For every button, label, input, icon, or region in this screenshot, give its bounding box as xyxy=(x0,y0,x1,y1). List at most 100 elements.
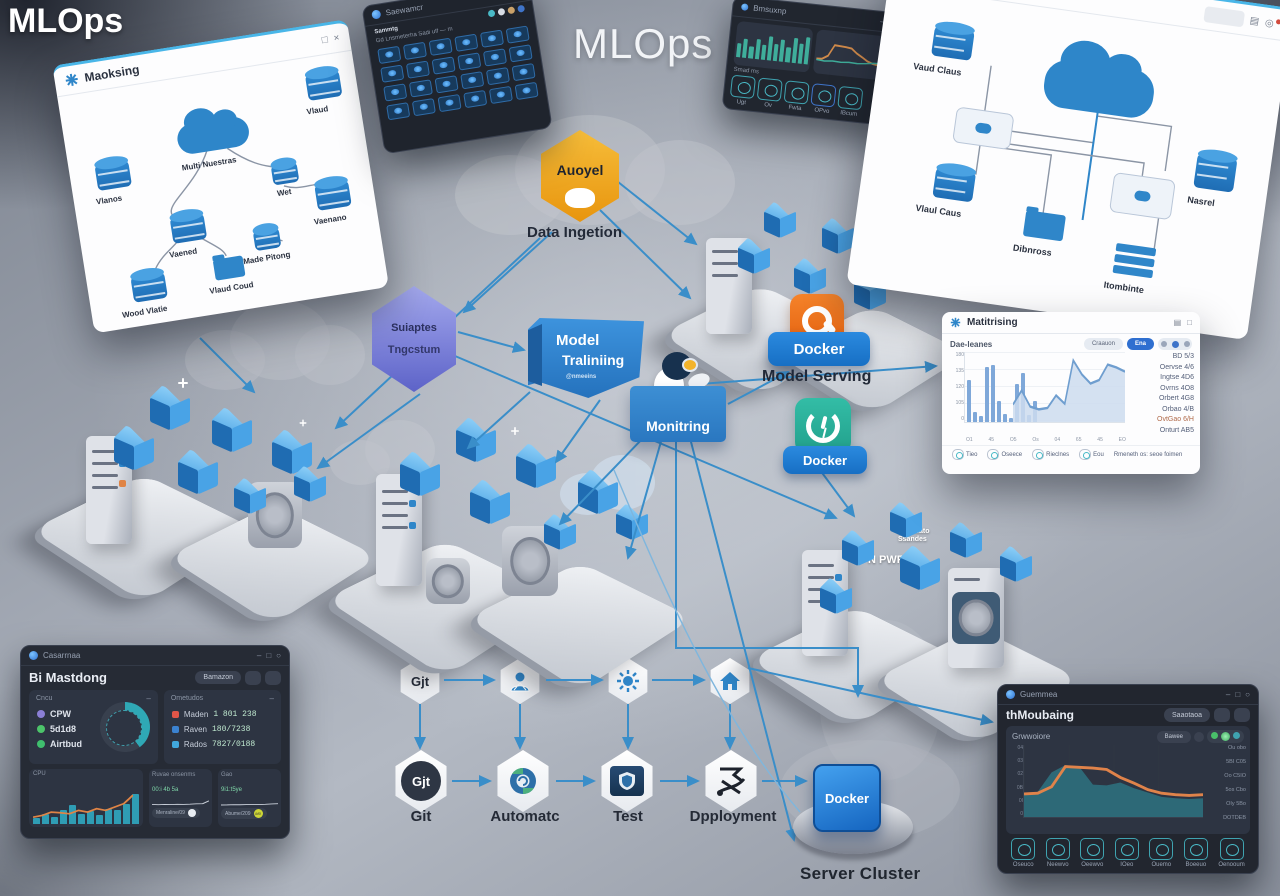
cluster-server-right xyxy=(748,498,1081,745)
collapse-icon[interactable]: – xyxy=(146,694,151,703)
database-icon xyxy=(169,212,208,244)
icon-button[interactable] xyxy=(265,670,281,685)
toggle[interactable]: Menraline/09 xyxy=(152,808,200,818)
app-tile[interactable] xyxy=(485,67,510,86)
app-tile[interactable] xyxy=(511,63,536,82)
monitoring-dashboard-left: Casarrnaa –□○ Bi Mastdong Bamazon Cncu– … xyxy=(20,645,290,839)
app-tile[interactable] xyxy=(479,29,505,48)
app-tile[interactable] xyxy=(408,79,433,98)
app-tile[interactable] xyxy=(380,64,405,83)
app-tile[interactable] xyxy=(428,37,453,56)
mini-dash-title: Bmsuxnp xyxy=(752,3,787,16)
chart-plot xyxy=(964,352,1125,423)
app-tile[interactable] xyxy=(454,33,479,52)
app-tile[interactable] xyxy=(431,56,456,75)
footer-tile[interactable]: Ouemo xyxy=(1149,838,1174,868)
automl-glyph xyxy=(565,188,595,208)
docker-cube-label: Docker xyxy=(824,790,870,806)
app-tile[interactable] xyxy=(460,71,485,90)
icon-button[interactable] xyxy=(1214,708,1230,722)
cluster-server-center xyxy=(324,416,694,692)
view-toggle-group[interactable] xyxy=(1158,338,1192,350)
max-icon[interactable]: □ xyxy=(1235,690,1241,699)
max-icon[interactable]: □ xyxy=(1187,318,1192,327)
icon-button[interactable] xyxy=(1194,731,1204,742)
close-icon[interactable]: × xyxy=(332,32,341,44)
app-tile[interactable] xyxy=(463,89,488,109)
footer-tile[interactable]: IOeo xyxy=(1114,838,1139,868)
app-tile[interactable] xyxy=(457,52,482,71)
corner-title: MLOps xyxy=(8,2,124,40)
git-label: Git xyxy=(410,808,432,825)
model-training-banner: Model Traliniing @nmeeins xyxy=(528,318,644,398)
app-tile[interactable] xyxy=(482,48,508,67)
tile-icon xyxy=(783,80,810,105)
app-tile[interactable] xyxy=(514,81,539,101)
record-icon[interactable]: ◎ xyxy=(1264,17,1275,30)
app-tile[interactable] xyxy=(383,83,408,102)
footer-tile[interactable]: Oseuco xyxy=(1011,838,1036,868)
pane-icon[interactable]: ▤ xyxy=(1249,14,1260,28)
ingestion-label: Tngcstum xyxy=(387,344,441,356)
max-icon[interactable]: □ xyxy=(266,651,272,660)
tablet-subtitle: Sammtg xyxy=(374,25,399,35)
footer-tile[interactable]: Neewvo xyxy=(1045,838,1070,868)
footer-tile[interactable]: Boeeuo xyxy=(1183,838,1208,868)
chart-button[interactable]: Bawee xyxy=(1156,730,1191,743)
shield-icon xyxy=(619,772,635,790)
app-tile[interactable] xyxy=(505,25,530,44)
sources-label: Suiaptes xyxy=(391,322,437,334)
notification-dot xyxy=(1275,18,1280,25)
footer-item[interactable]: Rieclnes xyxy=(1032,449,1069,460)
primary-button[interactable]: Ena xyxy=(1126,338,1154,350)
footer-item[interactable]: Oseece xyxy=(987,449,1022,460)
app-tile[interactable] xyxy=(437,93,462,113)
cpu-card: Cncu– CPW 5d1d8 Airtbud xyxy=(29,690,158,764)
docker-pill: Docker xyxy=(783,446,867,474)
app-tile[interactable] xyxy=(508,44,533,63)
app-tile[interactable] xyxy=(434,75,459,94)
close-icon[interactable]: ○ xyxy=(276,651,281,660)
app-tile[interactable] xyxy=(402,41,427,61)
led-toggles[interactable] xyxy=(1207,730,1244,743)
app-tile[interactable] xyxy=(405,60,430,79)
footer-item[interactable]: Eou xyxy=(1079,449,1104,460)
titlebar-text: Casarrnaa xyxy=(43,651,81,660)
metric-tile[interactable]: Ugt xyxy=(729,74,757,107)
model-serving-label: Model Serving xyxy=(762,368,872,385)
deploy-hex-badge xyxy=(710,658,750,704)
window-title: Maoksing xyxy=(83,62,141,85)
database-icon xyxy=(130,271,168,303)
footer-item[interactable]: Tieo xyxy=(952,449,977,460)
toggle[interactable]: Abume/209 M0 xyxy=(221,808,267,819)
metric-tile[interactable]: Ov xyxy=(756,77,783,109)
app-icon xyxy=(371,9,382,20)
filter-button[interactable]: Craauon xyxy=(1083,338,1123,350)
deployment-label: Dpployment xyxy=(689,808,777,825)
dashboard-button[interactable]: Bamazon xyxy=(195,671,241,684)
footer-tile[interactable]: Oenooum xyxy=(1218,838,1245,868)
app-tile[interactable] xyxy=(377,45,402,65)
diagram-canvas: Vaud Claus Vlaul Caus Dibnross Itombinte… xyxy=(846,0,1280,340)
collapse-icon[interactable]: – xyxy=(269,694,274,703)
app-tile[interactable] xyxy=(411,98,436,117)
metric-tile[interactable]: OPvo xyxy=(810,83,837,115)
git-circle: Gjt xyxy=(401,761,441,801)
dashboard-button[interactable]: Saaotaoa xyxy=(1164,708,1210,722)
icon-button[interactable] xyxy=(1234,708,1250,722)
footer-tile[interactable]: Oeewvo xyxy=(1080,838,1105,868)
min-icon[interactable]: – xyxy=(1225,690,1231,699)
pane-icon[interactable]: ▤ xyxy=(1173,318,1182,327)
min-icon[interactable]: – xyxy=(256,651,262,660)
max-icon[interactable]: □ xyxy=(320,33,329,46)
app-tile[interactable] xyxy=(386,102,411,121)
icon-button[interactable] xyxy=(245,670,261,685)
user-hex-badge xyxy=(500,658,540,704)
close-icon[interactable]: ○ xyxy=(1245,690,1250,699)
metric-tile[interactable]: IBcum xyxy=(836,85,864,118)
app-tile[interactable] xyxy=(488,85,513,105)
toolbar-placeholder[interactable] xyxy=(1203,5,1245,28)
metric-tile[interactable]: Fwta xyxy=(783,80,810,112)
